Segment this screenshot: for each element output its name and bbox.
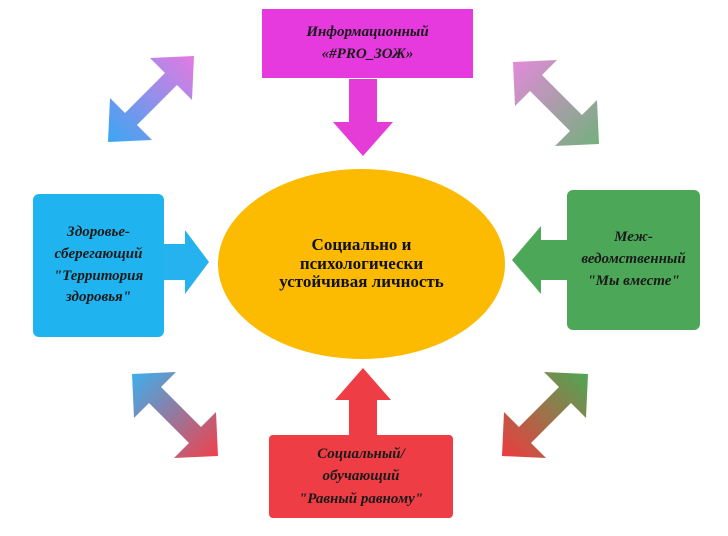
arrow-down-from-top [333, 79, 393, 156]
double-arrow-top-left [108, 56, 194, 142]
interagency-line-3: "Мы вместе" [587, 272, 680, 289]
social-learning-line-2: обучающий [322, 468, 400, 485]
central-goal-ellipse: Социально и психологически устойчивая ли… [218, 169, 505, 359]
health-saving-line-4: здоровья" [65, 289, 132, 306]
social-learning-line-3: "Равный равному" [298, 490, 424, 507]
informational-box: Информационный «#PRO_ЗОЖ» [262, 9, 473, 78]
interagency-line-1: Меж- [614, 229, 653, 246]
central-goal-line-3: устойчивая личность [279, 272, 444, 292]
arrow-right-from-left [164, 230, 209, 294]
health-saving-box: Здоровье- сберегающий "Территория здоров… [33, 194, 164, 337]
informational-line-1: Информационный [306, 23, 429, 40]
central-goal-line-1: Социально и [311, 234, 412, 254]
health-saving-line-1: Здоровье- [67, 224, 130, 240]
arrow-left-from-right [512, 226, 567, 294]
double-arrow-top-right [513, 60, 599, 146]
health-saving-line-3: "Территория [53, 267, 144, 284]
social-learning-line-1: Социальный/ [317, 445, 405, 462]
arrow-up-from-bottom [335, 368, 391, 435]
interagency-line-2: ведомственный [581, 251, 686, 268]
double-arrow-bottom-left [132, 372, 218, 458]
double-arrow-bottom-right [502, 372, 588, 458]
informational-line-2: «#PRO_ЗОЖ» [321, 45, 414, 62]
social-learning-box: Социальный/ обучающий "Равный равному" [269, 435, 453, 518]
interagency-box: Меж- ведомственный "Мы вместе" [567, 190, 700, 330]
health-saving-line-2: сберегающий [54, 245, 143, 262]
central-goal-line-2: психологически [299, 253, 424, 273]
